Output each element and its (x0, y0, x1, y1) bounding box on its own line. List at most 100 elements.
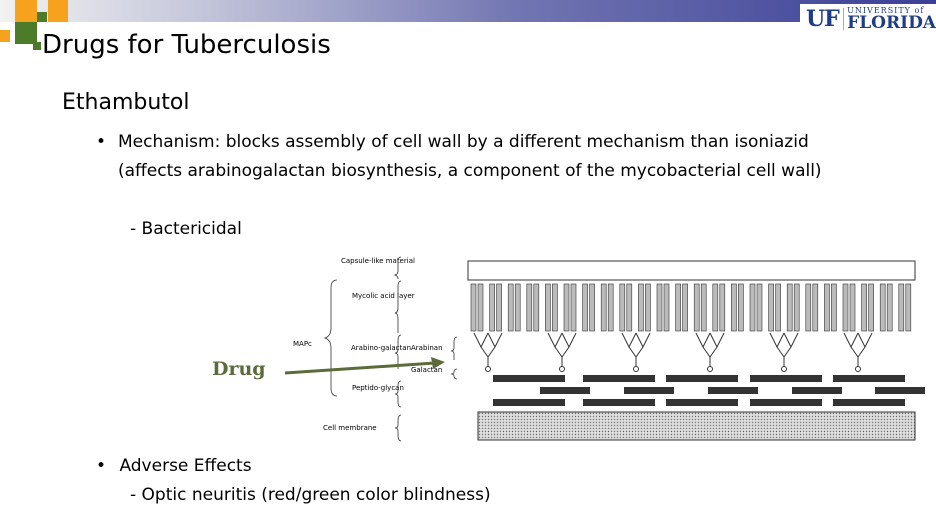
mycolic-acid-chain (731, 283, 737, 332)
mycolic-acid-chain (514, 283, 521, 332)
uf-logo-university: UNIVERSITY of (847, 5, 925, 15)
mycolic-acid-chain (879, 283, 886, 332)
label-peptidoglycan: Peptido-glycan (352, 384, 404, 392)
arabinan-branches (473, 332, 873, 372)
mycolic-acid-chain (719, 283, 726, 332)
mycolic-acid-chain (526, 283, 533, 332)
mycolic-acid-chain (607, 283, 614, 332)
arabinan-branch (621, 332, 651, 369)
sub-bullet-text: Bactericidal (141, 219, 242, 239)
label-galactan: Galactan (411, 366, 442, 374)
sub-bullet-marker: - (130, 219, 137, 239)
decorative-squares (0, 0, 70, 70)
mycolic-acid-chain (470, 283, 477, 332)
bullet-adverse-effects: • Adverse Effects (96, 452, 252, 481)
peptidoglycan-bar (666, 399, 738, 406)
peptidoglycan-bar (583, 375, 655, 382)
bullet-marker: • (96, 132, 107, 152)
mycolic-acid-chain (898, 283, 905, 332)
mycolic-acid-chain (638, 283, 644, 332)
peptidoglycan-bar (750, 375, 822, 382)
mycolic-acid-chain (656, 283, 663, 332)
peptidoglycan-bar (583, 399, 655, 406)
arabinan-branch (473, 332, 503, 369)
drug-label: Drug (212, 358, 266, 380)
peptidoglycan-bar (792, 387, 842, 394)
mycolic-acid-chain (805, 283, 812, 332)
bullet-marker: • (96, 456, 107, 476)
mycolic-acid-chain (496, 283, 502, 332)
mycolic-acid-chain (712, 283, 719, 332)
sub-bullet-optic-neuritis: - Optic neuritis (red/green color blindn… (130, 485, 491, 505)
uf-logo-mark: UF (806, 6, 840, 32)
mycolic-acid-chain (626, 283, 633, 332)
mycolic-acid-chain (775, 283, 781, 332)
peptidoglycan-bar (493, 399, 565, 406)
mycolic-acid-chain (786, 283, 793, 332)
mycolic-acid-chain (749, 283, 756, 332)
mycolic-acid-chain (600, 283, 607, 332)
peptidoglycan-bar (750, 399, 822, 406)
galactan-node (855, 366, 861, 372)
mycolic-acid-chain (663, 283, 670, 332)
sub-bullet-text: Optic neuritis (red/green color blindnes… (141, 485, 491, 505)
peptidoglycan-bar (833, 399, 905, 406)
mycolic-acid-chain (682, 283, 688, 332)
peptidoglycan-bar (833, 375, 905, 382)
mycolic-acid-columns (470, 283, 912, 332)
mycolic-acid-chain (886, 283, 893, 332)
mycolic-acid-chain (868, 283, 874, 332)
bullet-text: Adverse Effects (119, 456, 252, 476)
mycolic-acid-chain (849, 283, 856, 332)
bullet-text: Mechanism: blocks assembly of cell wall … (118, 132, 822, 181)
mycolic-acid-chain (582, 283, 588, 332)
peptidoglycan-bar (708, 387, 758, 394)
mycolic-acid-chain (545, 283, 551, 332)
mycolic-acid-chain (507, 283, 514, 332)
mycolic-acid-chain (768, 283, 774, 332)
slide-subtitle: Ethambutol (62, 90, 190, 115)
peptidoglycan-bar (875, 387, 925, 394)
drug-arrow-head (431, 357, 445, 369)
sub-bullet-bactericidal: - Bactericidal (130, 219, 242, 239)
peptidoglycan-bar (666, 375, 738, 382)
mycolic-acid-chain (824, 283, 830, 332)
mycolic-acid-chain (645, 283, 651, 332)
galactan-node (633, 366, 639, 372)
galactan-node (707, 366, 713, 372)
mycolic-acid-chain (693, 283, 700, 332)
mycolic-acid-chain (619, 283, 626, 332)
header-gradient-bar (0, 0, 936, 22)
mycolic-acid-chain (552, 283, 558, 332)
label-mycolic: Mycolic acid layer (352, 292, 415, 300)
arabinan-branch (843, 332, 873, 369)
label-mapc: MAPc (293, 340, 312, 348)
peptidoglycan-bar (624, 387, 674, 394)
mycolic-acid-chain (738, 283, 744, 332)
cell-membrane-layer (477, 411, 916, 441)
drug-arrow-shaft (284, 361, 436, 375)
arabinan-branch (695, 332, 725, 369)
mycolic-acid-chain (831, 283, 837, 332)
label-cell-membrane: Cell membrane (323, 424, 377, 432)
mycolic-acid-chain (842, 283, 849, 332)
label-capsule: Capsule-like material (341, 257, 415, 265)
arabinan-branch (547, 332, 577, 369)
galactan-node (485, 366, 491, 372)
peptidoglycan-bar (540, 387, 590, 394)
mycolic-acid-chain (861, 283, 867, 332)
label-arabinan: Arabinan (411, 344, 443, 352)
bullet-mechanism: • Mechanism: blocks assembly of cell wal… (96, 128, 856, 186)
mycolic-acid-chain (489, 283, 495, 332)
uf-logo: UF UNIVERSITY of FLORIDA (800, 4, 936, 34)
sub-bullet-marker: - (130, 485, 137, 505)
mycolic-acid-chain (756, 283, 763, 332)
mycolic-acid-chain (570, 283, 577, 332)
mycolic-acid-chain (905, 283, 912, 332)
cell-wall-diagram: Capsule-like material Mycolic acid layer… (205, 247, 925, 452)
mycolic-acid-chain (477, 283, 484, 332)
mycolic-acid-chain (533, 283, 540, 332)
mycolic-acid-chain (812, 283, 819, 332)
mycolic-acid-chain (675, 283, 681, 332)
label-arabinogalactan: Arabino-galactan (351, 344, 411, 352)
